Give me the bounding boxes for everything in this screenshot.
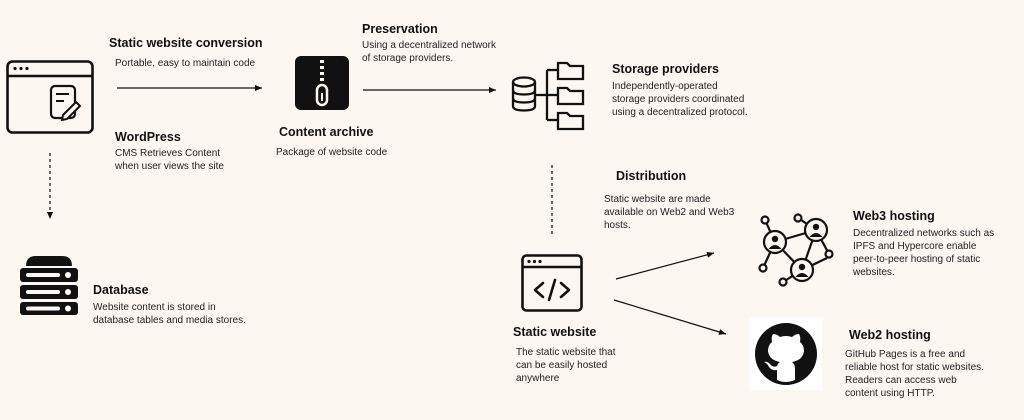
node-title: Storage providers: [612, 62, 719, 76]
node-desc: using a decentralized protocol.: [612, 107, 748, 118]
node-desc: The static website that: [516, 347, 616, 358]
node-preservation: Preservation Using a decentralized netwo…: [362, 22, 532, 65]
node-desc: database tables and media stores.: [93, 315, 246, 326]
node-web2: Web2 hosting GitHub Pages is a free and …: [845, 328, 1015, 400]
node-title: Preservation: [362, 22, 438, 36]
node-distribution: Distribution Static website are made ava…: [604, 169, 764, 232]
node-wordpress: WordPress CMS Retrieves Content when use…: [115, 130, 275, 173]
node-desc: Readers can access web: [845, 375, 957, 386]
node-desc: Decentralized networks such as: [853, 228, 995, 239]
arrow-web3: [615, 251, 715, 280]
node-conversion: Static website conversion Portable, easy…: [109, 36, 279, 70]
browser-window-edit-icon: [6, 60, 94, 134]
node-desc: GitHub Pages is a free and: [845, 349, 966, 360]
node-database: Database Website content is stored in da…: [93, 283, 273, 327]
node-title: Content archive: [279, 125, 374, 139]
node-desc: hosts.: [604, 220, 631, 231]
node-desc: Static website are made: [604, 194, 711, 205]
peer-network-icon: [758, 213, 834, 287]
node-title: Web2 hosting: [849, 328, 931, 342]
node-web3: Web3 hosting Decentralized networks such…: [853, 209, 1021, 279]
node-desc: Using a decentralized network: [362, 40, 496, 51]
node-title: Database: [93, 283, 149, 297]
node-desc: IPFS and Hypercore enable: [853, 241, 977, 252]
node-title: Static website conversion: [109, 36, 263, 50]
node-storage: Storage providers Independently-operated…: [612, 62, 782, 119]
node-desc: reliable host for static websites.: [845, 362, 984, 373]
node-title: Web3 hosting: [853, 209, 935, 223]
node-desc: Package of website code: [276, 147, 388, 158]
zip-archive-icon: [295, 56, 349, 110]
node-desc: available on Web2 and Web3: [604, 207, 735, 218]
code-window-icon: [521, 254, 583, 312]
node-desc: anywhere: [516, 373, 560, 384]
node-archive: Content archive Package of website code: [276, 125, 426, 159]
node-desc: of storage providers.: [362, 53, 454, 64]
arrow-web2: [613, 299, 727, 335]
node-desc: Portable, easy to maintain code: [115, 58, 256, 69]
database-server-icon: [20, 256, 78, 315]
database-folders-icon: [511, 61, 585, 131]
node-title: Distribution: [616, 169, 687, 183]
node-desc: content using HTTP.: [845, 388, 935, 399]
node-title: Static website: [513, 325, 597, 339]
node-desc: when user views the site: [115, 161, 224, 172]
node-desc: storage providers coordinated: [612, 94, 745, 105]
github-icon: [750, 318, 822, 390]
node-title: WordPress: [115, 130, 181, 144]
node-desc: can be easily hosted: [516, 360, 608, 371]
node-desc: CMS Retrieves Content: [115, 148, 221, 159]
node-static: Static website The static website that c…: [513, 325, 663, 385]
node-desc: websites.: [853, 267, 895, 278]
node-desc: peer-to-peer hosting of static: [853, 254, 981, 265]
node-desc: Independently-operated: [612, 81, 718, 92]
node-desc: Website content is stored in: [93, 302, 216, 313]
